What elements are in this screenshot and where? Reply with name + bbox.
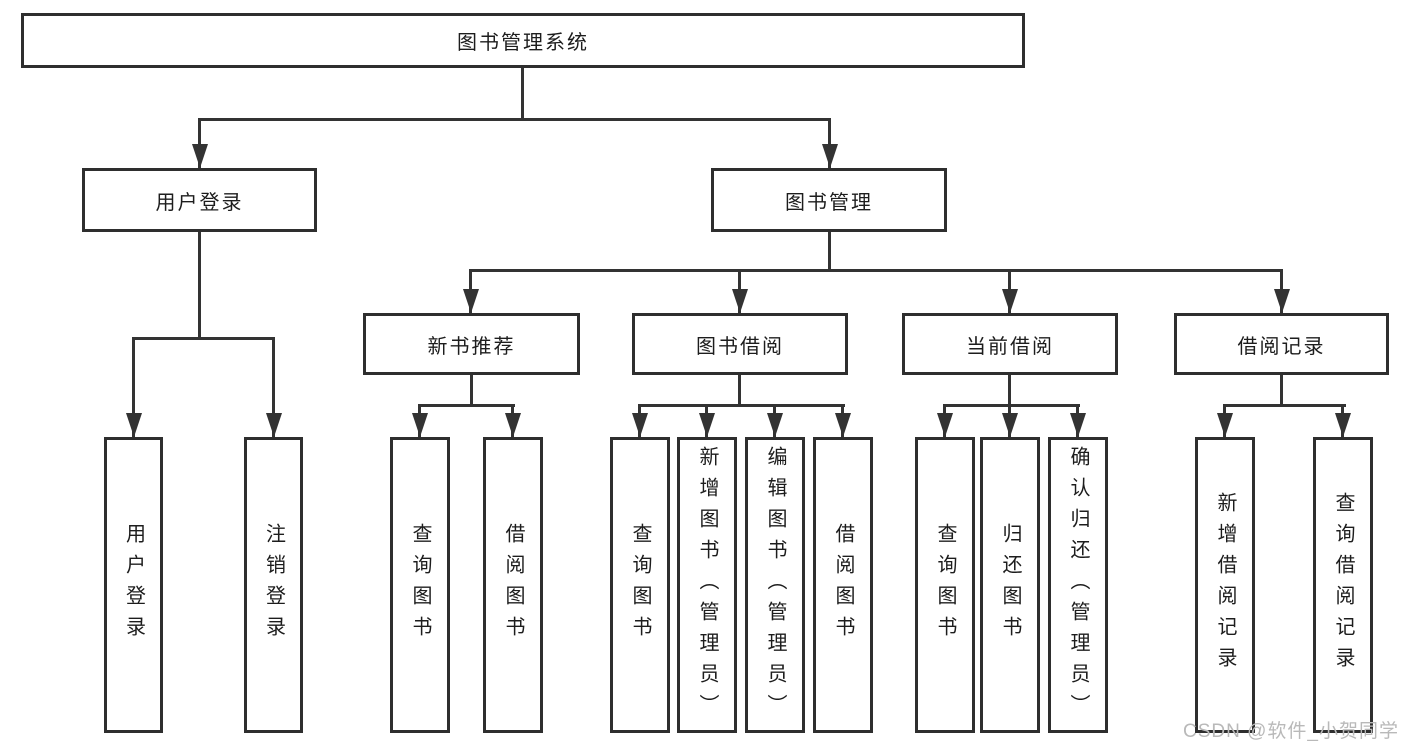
connector-line	[470, 375, 473, 406]
leaf-label: 借阅图书	[502, 523, 524, 647]
leaf-label: 新增图书（管理员）	[696, 445, 718, 725]
connector-line	[198, 232, 201, 337]
connector-arrow	[1069, 404, 1086, 437]
leaf-label: 用户登录	[122, 523, 145, 647]
leaf-query-books-recommend: 查询图书	[390, 437, 450, 733]
connector-arrow	[834, 404, 851, 437]
connector-line	[132, 337, 275, 340]
node-current-borrowing: 当前借阅	[902, 313, 1118, 375]
connector-arrow	[1216, 404, 1233, 437]
connector-arrow	[1001, 404, 1018, 437]
node-label: 图书管理	[785, 191, 873, 214]
connector-line	[943, 404, 1080, 407]
leaf-label: 确认归还（管理员）	[1067, 445, 1089, 725]
connector-arrow	[191, 118, 208, 168]
node-library-management-system: 图书管理系统	[21, 13, 1025, 68]
node-label: 用户登录	[155, 191, 244, 214]
leaf-label: 注销登录	[262, 523, 285, 647]
connector-line	[828, 232, 831, 272]
connector-line	[1280, 375, 1283, 406]
connector-line	[638, 404, 845, 407]
leaf-user-login: 用户登录	[104, 437, 163, 733]
connector-arrow	[1334, 404, 1351, 437]
connector-line	[418, 404, 515, 407]
leaf-label: 查询借阅记录	[1332, 492, 1354, 678]
connector-line	[1223, 404, 1346, 407]
leaf-label: 新增借阅记录	[1214, 492, 1236, 678]
csdn-watermark: CSDN @软件_小贺同学	[1183, 721, 1399, 742]
connector-line	[738, 375, 741, 406]
node-label: 图书管理系统	[457, 32, 589, 54]
leaf-borrow-books-recommend: 借阅图书	[483, 437, 543, 733]
node-label: 当前借阅	[966, 335, 1054, 358]
leaf-add-borrow-record: 新增借阅记录	[1195, 437, 1255, 733]
leaf-query-books-current: 查询图书	[915, 437, 975, 733]
leaf-label: 查询图书	[629, 523, 651, 647]
connector-line	[469, 269, 1282, 272]
connector-arrow	[411, 404, 428, 437]
connector-arrow	[504, 404, 521, 437]
connector-arrow	[265, 337, 282, 437]
connector-arrow	[462, 269, 479, 313]
connector-line	[521, 68, 524, 118]
leaf-add-book-admin: 新增图书（管理员）	[677, 437, 737, 733]
connector-arrow	[1273, 269, 1290, 313]
leaf-query-books-borrowing: 查询图书	[610, 437, 670, 733]
leaf-borrow-books: 借阅图书	[813, 437, 873, 733]
node-borrowing-records: 借阅记录	[1174, 313, 1389, 375]
node-label: 新书推荐	[427, 335, 516, 358]
node-label: 图书借阅	[696, 335, 784, 358]
leaf-edit-book-admin: 编辑图书（管理员）	[745, 437, 805, 733]
connector-arrow	[766, 404, 783, 437]
leaf-label: 查询图书	[409, 523, 431, 647]
leaf-label: 编辑图书（管理员）	[764, 445, 786, 725]
leaf-label: 查询图书	[934, 523, 956, 647]
connector-line	[198, 118, 831, 121]
node-user-login: 用户登录	[82, 168, 317, 232]
leaf-logout: 注销登录	[244, 437, 303, 733]
node-book-management: 图书管理	[711, 168, 947, 232]
leaf-return-book: 归还图书	[980, 437, 1040, 733]
connector-arrow	[936, 404, 953, 437]
node-label: 借阅记录	[1237, 335, 1326, 358]
leaf-confirm-return-admin: 确认归还（管理员）	[1048, 437, 1108, 733]
connector-line	[1008, 375, 1011, 406]
connector-arrow	[1001, 269, 1018, 313]
leaf-label: 借阅图书	[832, 523, 854, 647]
leaf-label: 归还图书	[999, 523, 1021, 647]
connector-arrow	[631, 404, 648, 437]
node-new-book-recommendation: 新书推荐	[363, 313, 580, 375]
connector-arrow	[821, 118, 838, 168]
connector-arrow	[731, 269, 748, 313]
leaf-query-borrow-record: 查询借阅记录	[1313, 437, 1373, 733]
node-book-borrowing: 图书借阅	[632, 313, 848, 375]
connector-arrow	[698, 404, 715, 437]
connector-arrow	[125, 337, 142, 437]
